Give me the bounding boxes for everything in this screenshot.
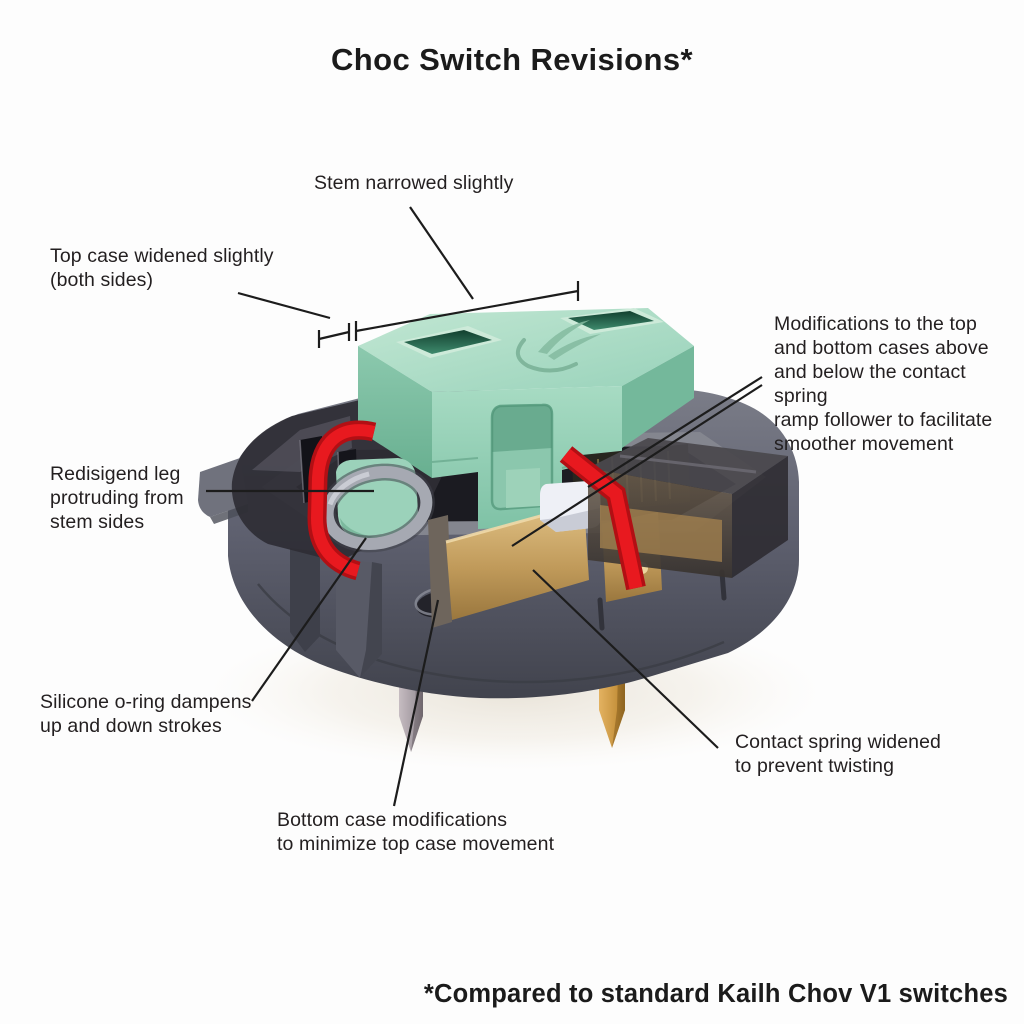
stem — [358, 308, 694, 529]
measurement-widened-gap — [317, 323, 351, 348]
red-highlight-right — [559, 446, 646, 591]
stem-socket-right — [560, 308, 664, 334]
stem-front-window — [490, 403, 554, 511]
measurement-stem-width — [354, 281, 580, 341]
stem-right-face — [622, 346, 694, 448]
annotation-redesigned-leg: Redisigend leg protruding from stem side… — [50, 463, 184, 533]
page-title: Choc Switch Revisions* — [331, 42, 693, 77]
annotation-modifications: Modifications to the top and bottom case… — [774, 313, 993, 455]
annotation-stem-narrowed: Stem narrowed slightly — [314, 172, 514, 194]
leader-contact-spring — [532, 569, 719, 749]
footnote: *Compared to standard Kailh Chov V1 swit… — [423, 980, 1008, 1008]
leader-modifications-upper — [587, 376, 763, 488]
leader-top-case-widened — [237, 291, 331, 320]
red-highlight-left — [307, 420, 377, 581]
kailh-flame-icon — [516, 320, 601, 373]
annotation-silicone-oring: Silicone o-ring dampens up and down stro… — [40, 691, 252, 737]
leader-silicone-oring — [251, 537, 367, 702]
spring-holder — [428, 515, 452, 628]
case-rear-tab — [290, 548, 320, 652]
callout-lines — [206, 206, 763, 807]
stem-left-face — [358, 346, 432, 478]
leader-bottom-case — [392, 599, 440, 807]
top-case-right-translucent — [588, 438, 788, 578]
annotation-top-case-widened: Top case widened slightly (both sides) — [50, 245, 274, 291]
silicone-o-ring — [319, 463, 435, 553]
stem-socket-left — [396, 326, 502, 358]
annotation-contact-spring: Contact spring widened to prevent twisti… — [735, 731, 941, 777]
leader-stem-narrowed — [409, 206, 474, 300]
leader-modifications-lower — [511, 384, 763, 547]
annotation-bottom-case: Bottom case modifications to minimize to… — [277, 809, 555, 855]
